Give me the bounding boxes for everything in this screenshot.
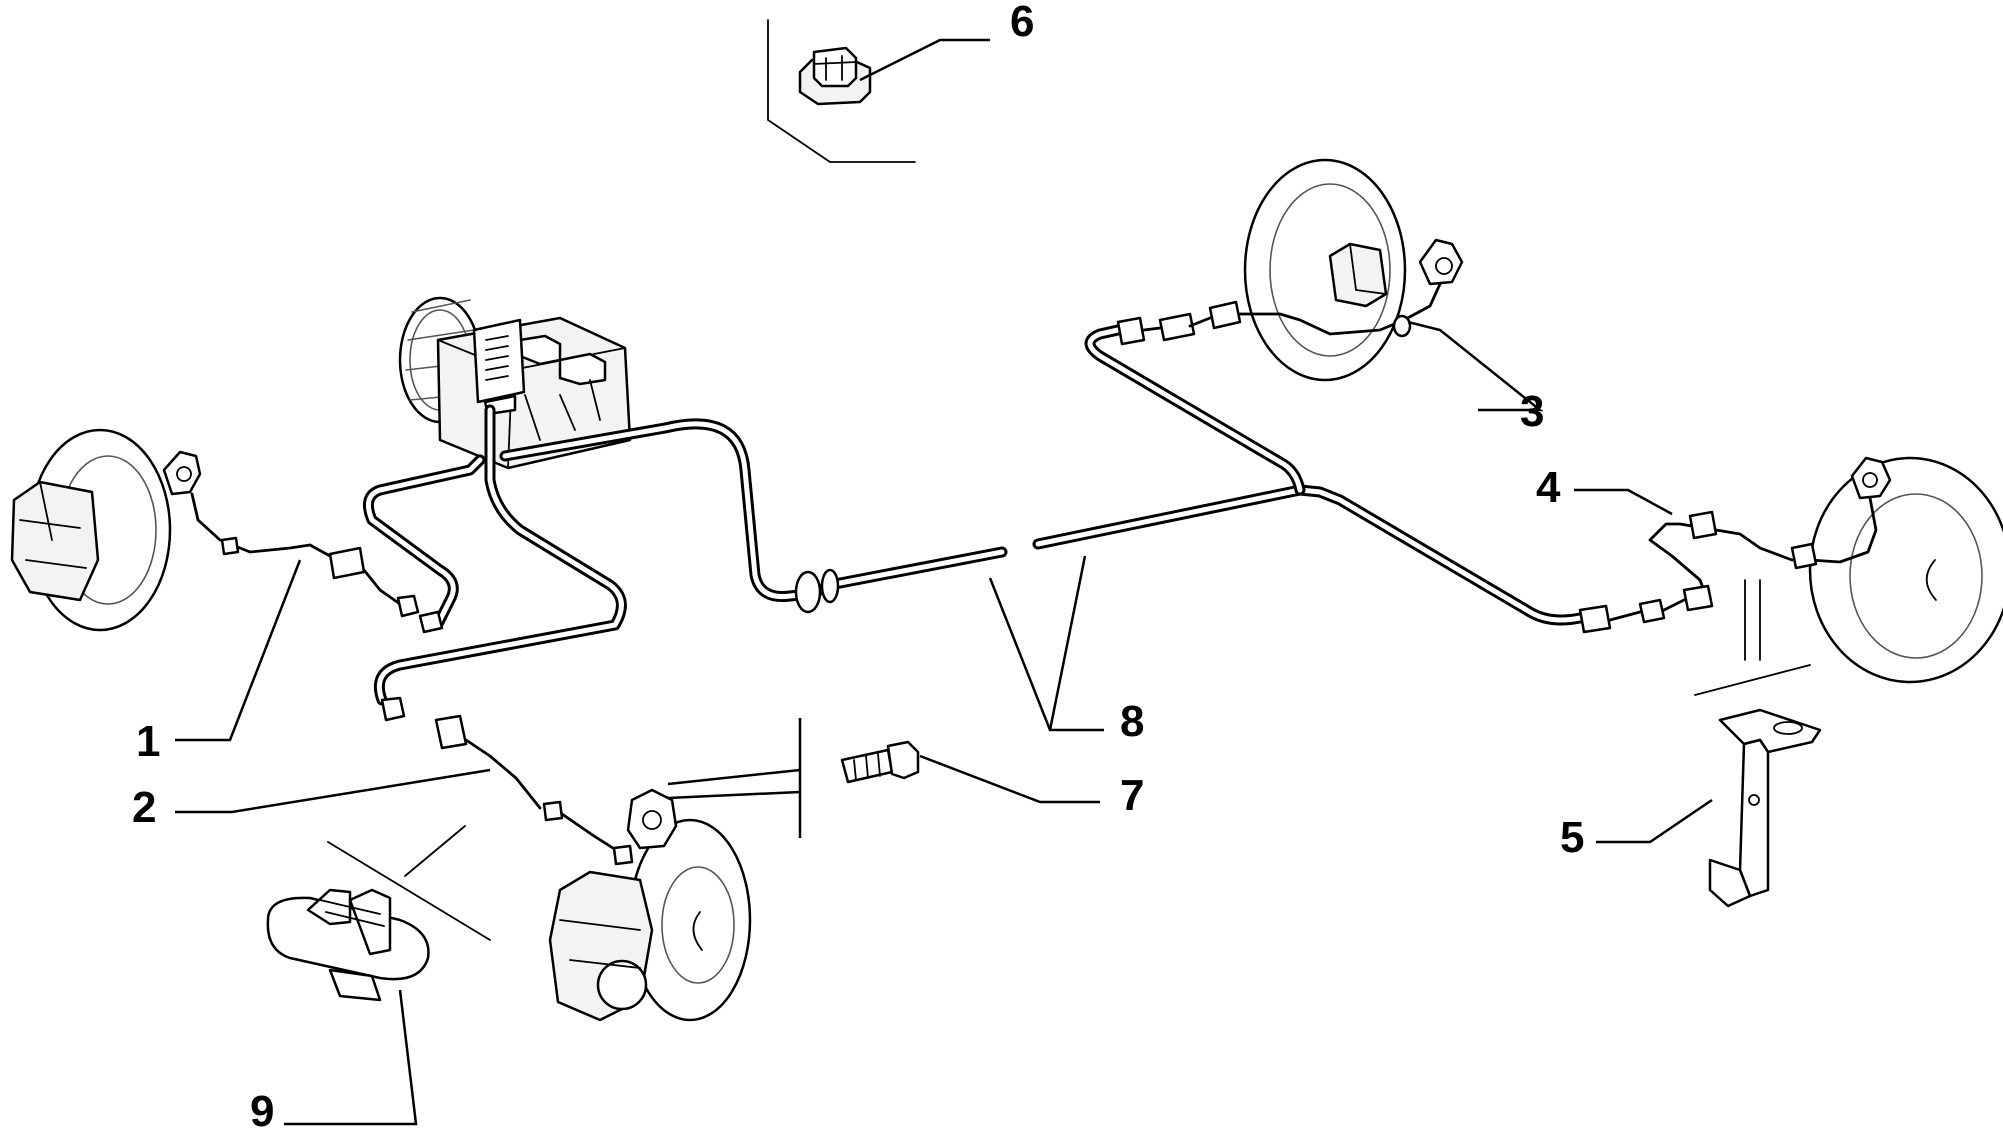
callout-leader-lines: [175, 38, 1713, 1126]
callout-5: 5: [1560, 813, 1584, 862]
left-lower-brake-disc: [548, 818, 752, 1022]
callout-8: 8: [1120, 697, 1144, 746]
part-6-clip: [767, 19, 916, 163]
part-7-bolt: [840, 740, 920, 784]
callout-3: 3: [1520, 387, 1544, 436]
wiring-harness: [362, 324, 1586, 706]
callout-2: 2: [132, 783, 156, 832]
right-upper-brake-disc: [1243, 158, 1407, 382]
part-2-wheel-speed-sensor-cable: [380, 696, 678, 866]
callout-1: 1: [136, 717, 160, 766]
callout-6: 6: [1010, 0, 1034, 46]
part-4-wheel-speed-sensor-cable: [1578, 456, 1892, 634]
abs-hydraulic-unit: [398, 296, 632, 470]
callout-4: 4: [1536, 463, 1561, 512]
part-5-mounting-bracket: [1694, 579, 1822, 908]
callout-9: 9: [250, 1087, 274, 1128]
part-3-wheel-speed-sensor-cable: [1116, 238, 1464, 346]
right-lower-brake-disc: [1808, 456, 2003, 684]
callout-7: 7: [1120, 771, 1144, 820]
callout-labels: 1 2 3 4 5 6 7 8 9: [132, 0, 1584, 1128]
part-1-wheel-speed-sensor-cable: [162, 450, 444, 634]
part-9-clip: [266, 825, 491, 1002]
left-front-brake-disc: [10, 428, 172, 632]
